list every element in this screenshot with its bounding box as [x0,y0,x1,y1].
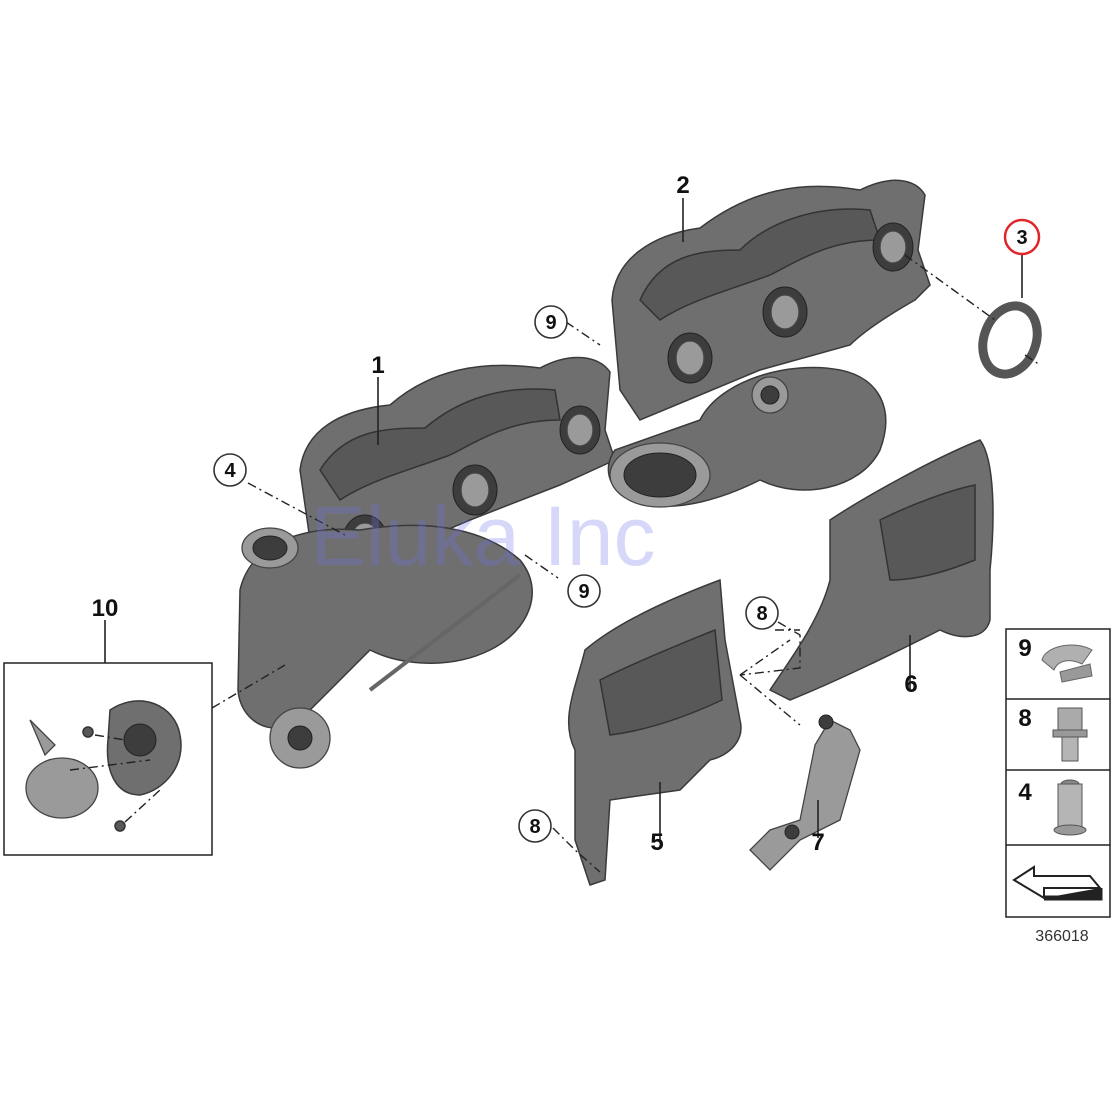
gasket-ring [978,301,1042,379]
heat-shield-left [567,578,742,886]
clip-icon [1041,644,1093,683]
callout-8a: 8 [756,603,767,625]
callout-labels: 1 2 3 4 9 9 8 8 5 6 7 10 [92,172,1041,856]
legend-row-3-number: 4 [1018,779,1032,806]
callout-8a-circle: 8 [745,596,779,630]
assembly-lines [211,254,1041,726]
callout-4-circle: 4 [213,453,247,487]
callout-1: 1 [371,352,384,379]
callout-6: 6 [904,671,917,698]
watermark-text: Eluka Inc [310,489,656,583]
legend-row-2-number: 8 [1018,705,1031,732]
legend-row-1-number: 9 [1018,635,1031,662]
callout-3: 3 [1016,227,1027,249]
diagram-reference-number: 366018 [1035,928,1088,945]
callout-4: 4 [224,460,236,482]
legend-panel: 9 8 4 [1005,628,1111,918]
heat-shield-right [768,439,994,701]
callout-9b: 9 [578,581,589,603]
callout-5: 5 [650,829,663,856]
callout-9a: 9 [545,312,556,334]
turbocharger-upper [607,366,887,508]
direction-arrow-icon [1012,865,1103,901]
part-10-inset [3,662,213,856]
callout-9a-circle: 9 [534,305,568,339]
bracket [749,714,861,871]
rivet-nut-icon [1053,779,1087,836]
callout-8b: 8 [529,816,540,838]
bolt-icon [1052,707,1088,762]
callout-2: 2 [676,172,689,199]
callout-8b-circle: 8 [518,809,552,843]
callout-7: 7 [811,829,824,856]
leader-lines [104,198,1023,873]
callout-10: 10 [92,595,119,622]
callout-3-highlighted: 3 [1003,218,1041,256]
exhaust-manifold-upper [611,179,931,421]
turbocharger-lower [237,524,533,769]
callout-9b-circle: 9 [567,574,601,608]
